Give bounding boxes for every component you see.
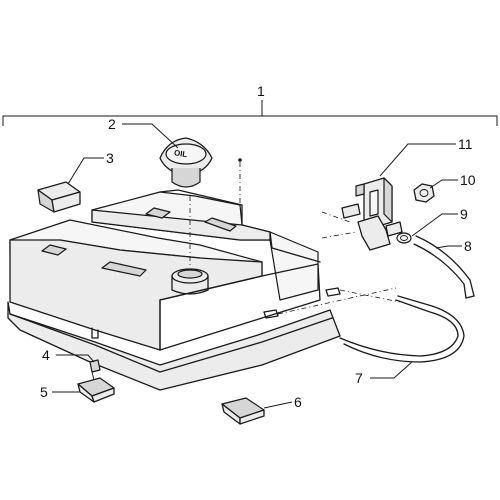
callout-8: 8 — [464, 238, 472, 254]
oil-filler-cap: OIL — [159, 137, 213, 188]
reference-dot — [238, 158, 242, 162]
callout-5: 5 — [40, 384, 48, 400]
hex-nut — [413, 183, 435, 203]
oil-level-sensor — [341, 177, 403, 251]
callout-11: 11 — [458, 136, 473, 152]
callout-4: 4 — [42, 347, 50, 363]
hose-clamp — [396, 232, 412, 244]
rubber-pad-right — [221, 397, 265, 425]
breather-hose — [413, 235, 475, 299]
rubber-plug — [37, 181, 81, 213]
callout-6: 6 — [294, 394, 302, 410]
alignment-lines — [189, 162, 401, 315]
callout-labels: 1 2 3 4 5 6 7 8 9 10 11 — [40, 83, 476, 410]
callout-2: 2 — [108, 116, 116, 132]
callout-3: 3 — [106, 150, 114, 166]
callout-1: 1 — [257, 83, 265, 99]
return-hose — [339, 295, 465, 363]
leader-lines — [52, 123, 462, 409]
oil-tank — [7, 189, 341, 391]
callout-10: 10 — [460, 172, 476, 188]
callout-7: 7 — [355, 370, 363, 386]
rubber-pad-left — [77, 377, 115, 403]
callout-9: 9 — [460, 206, 468, 222]
cap-oil-label: OIL — [173, 148, 188, 159]
assembly-bracket — [2, 100, 498, 126]
mounting-stud — [89, 359, 101, 381]
